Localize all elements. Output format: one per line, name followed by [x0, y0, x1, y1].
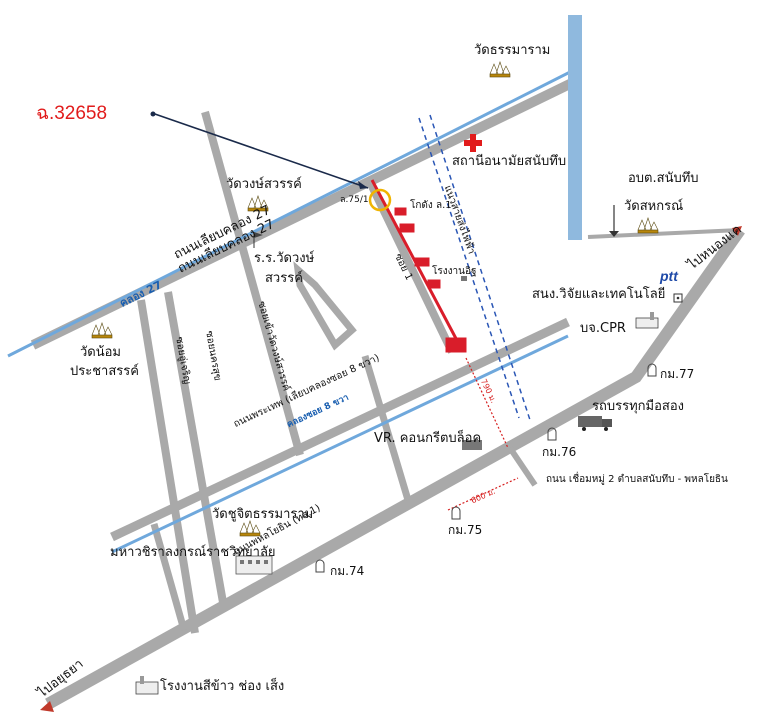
soi-lower-1: [150, 523, 188, 631]
rice-mill-label: โรงงานสีข้าว ช่อง เส็ง: [160, 679, 285, 694]
dist-790-line: [465, 357, 509, 449]
plot-id-label: ฉ.32658: [36, 103, 108, 124]
plot-marker-circle: [368, 188, 392, 212]
truck-icon: [578, 416, 612, 431]
khlong27-canal: [7, 66, 579, 358]
vr-building-icon: [462, 440, 482, 450]
plot-block-3: [414, 257, 430, 267]
ptt-station-icon: [673, 293, 683, 303]
connector-road-label: ถนน เชื่อมหมู่ 2 ตำบลสนับทึบ - พหลโยธิน: [546, 474, 728, 485]
obt-label: อบต.สนับทึบ: [628, 171, 699, 186]
red-cross-icon: [464, 134, 482, 152]
lot-tag-label: ล.75/1: [340, 195, 369, 205]
pointer-line: [151, 112, 369, 189]
connector-road: [507, 446, 538, 487]
temple-icon: [91, 322, 113, 339]
soi-1: [364, 176, 456, 354]
plot-block-1: [394, 207, 407, 216]
pointer-arrowhead: [358, 181, 368, 189]
temple-noi-line2: ประชาสรรค์: [70, 364, 139, 379]
phahonyothin-highway: [45, 226, 745, 710]
used-trucks-label: รถบรรทุกมือสอง: [592, 399, 684, 414]
university-building-icon: [235, 555, 273, 575]
rice-mill-icon: [135, 676, 159, 695]
temple-icon: [239, 520, 261, 537]
factory-label: โรงงานอิฐ: [432, 266, 477, 277]
university-label: มหาวชิราลงกรณ์ราชวิทยาลัย: [110, 545, 276, 560]
cpr-factory-icon: [635, 312, 659, 329]
school-flag-icon: [253, 232, 263, 248]
health-station-label: สถานีอนามัยสนับทึบ: [452, 154, 567, 169]
soi-sathanee: [137, 299, 199, 634]
khlong-soi8-canal: [111, 334, 569, 554]
temple-wongsawan-label: วัดวงษ์สวรรค์: [226, 177, 302, 192]
school-line2: สวรรค์: [265, 271, 303, 286]
factory-small-icon: [461, 276, 467, 281]
temple-icon: [489, 61, 511, 78]
plot-block-5: [445, 337, 467, 353]
km77-label: กม.77: [660, 367, 695, 381]
plot-block-2: [399, 223, 415, 233]
ptt-logo: ptt: [660, 268, 678, 284]
temple-icon: [247, 195, 269, 212]
km-post-icon: [647, 363, 657, 377]
vr-label: VR. คอนกรีตบล็อค: [374, 431, 482, 446]
plot-block-4: [427, 279, 441, 289]
soi-wat-wongsawan: [201, 110, 304, 457]
km-post-icon: [547, 427, 557, 441]
km75-label: กม.75: [448, 523, 483, 537]
temple-icon: [637, 217, 659, 234]
to-ayutthaya-arrow: [40, 701, 54, 712]
km-post-icon: [451, 506, 461, 520]
obt-post-icon: [609, 205, 619, 237]
phra-thep-road: [110, 317, 570, 542]
cpr-label: บจ.CPR: [580, 321, 626, 336]
power-line-a: [418, 117, 520, 419]
km76-label: กม.76: [542, 445, 577, 459]
khlong27-road: [30, 75, 581, 350]
to-nong-khae-arrow: [732, 226, 742, 236]
side-road-to-vr: [361, 354, 412, 502]
temple-chuchit-label: วัดชูจิตธรรมาราม: [212, 507, 314, 522]
km74-label: กม.74: [330, 564, 365, 578]
dist-600-line: [447, 477, 519, 511]
school-line1: ร.ร.วัดวงษ์: [254, 251, 315, 266]
loop-road: [293, 261, 357, 351]
soi-ua-charoen: [164, 291, 228, 609]
temple-sahakorn-label: วัดสหกรณ์: [624, 199, 684, 214]
warehouse-label: โกดัง ล.1: [410, 200, 452, 211]
tech-college-label: สนง.วิจัยและเทคโนโลยี: [532, 287, 666, 302]
temple-thammaram-label: วัดธรรมาราม: [474, 43, 551, 58]
temple-noi-line1: วัดน้อม: [80, 345, 122, 360]
pointer-dot: [150, 111, 156, 117]
km-post-icon: [315, 559, 325, 573]
